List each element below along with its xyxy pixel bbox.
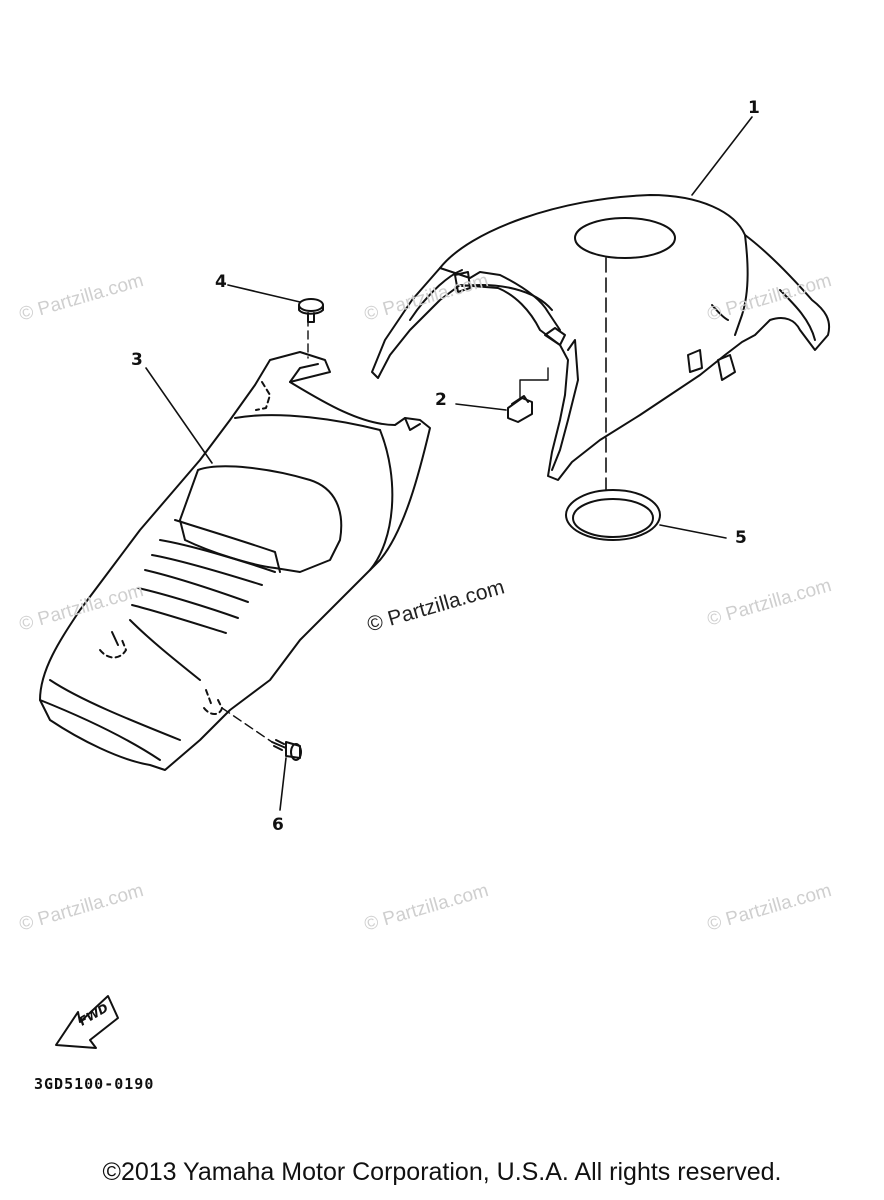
callout-3: 3: [131, 350, 143, 370]
callout-4: 4: [215, 272, 227, 292]
part-1-tank-cover: [371, 194, 831, 481]
part-2-clip-nut: [507, 367, 549, 423]
copyright-footer: ©2013 Yamaha Motor Corporation, U.S.A. A…: [102, 1158, 782, 1186]
part-3-seat-cover: [39, 317, 431, 771]
callout-2: 2: [435, 390, 447, 410]
part-6-bolt: [271, 739, 302, 761]
diagram-code: 3GD5100-0190: [34, 1075, 155, 1093]
fwd-label: FWD: [77, 1001, 111, 1029]
part-4-screw: [298, 298, 324, 323]
callout-6: 6: [272, 815, 284, 835]
part-5-ring: [565, 489, 661, 541]
fwd-arrow-icon: FWD: [55, 995, 119, 1049]
callout-1: 1: [748, 98, 760, 118]
callout-5: 5: [735, 528, 747, 548]
